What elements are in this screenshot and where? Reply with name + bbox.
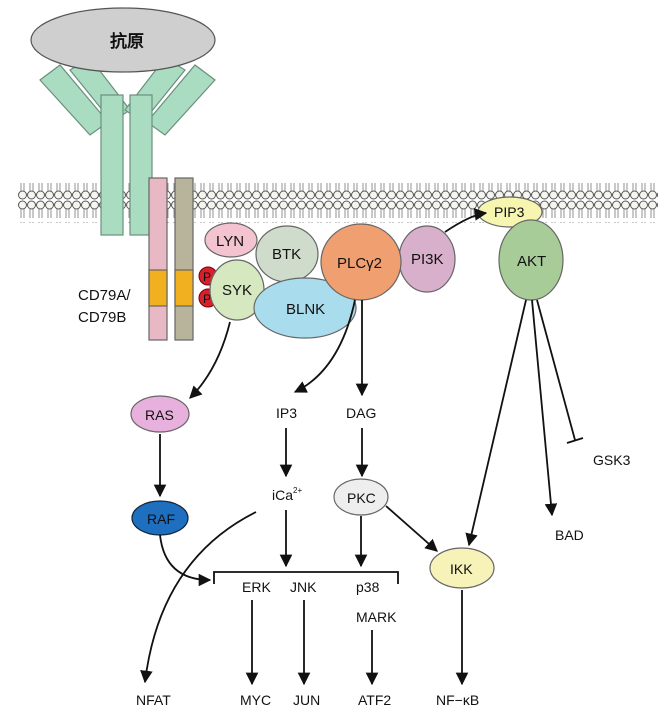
- arrow-pi3k-pip3: [444, 208, 488, 233]
- akt-label: AKT: [517, 253, 546, 270]
- cd79-label-line2: CD79B: [78, 309, 126, 326]
- blnk-node: [253, 277, 357, 339]
- gsk3-label: GSK3: [593, 452, 631, 468]
- mark-label: MARK: [356, 609, 397, 625]
- cell-membrane: [18, 183, 658, 223]
- phospho-2-label: P: [203, 292, 211, 306]
- lyn-node: [204, 222, 258, 258]
- blnk-label: BLNK: [286, 301, 325, 318]
- ip3-label: IP3: [276, 405, 297, 421]
- arrow-akt-bad: [531, 299, 558, 517]
- erk-label: ERK: [242, 579, 271, 595]
- bcr-antibody: [39, 57, 216, 236]
- nfat-label: NFAT: [136, 692, 171, 708]
- arrow-akt-ikk: [465, 299, 527, 547]
- bad-label: BAD: [555, 527, 584, 543]
- arrow-syk-ras: [189, 321, 231, 399]
- plcg2-label: PLCγ2: [337, 255, 382, 272]
- antigen: [30, 7, 216, 73]
- arrow-pkc-ikk: [385, 505, 438, 552]
- arrow-plcg2-ip3: [293, 299, 356, 393]
- syk-label: SYK: [222, 282, 252, 299]
- lyn-label: LYN: [216, 233, 244, 250]
- mapk-bracket: [213, 571, 399, 584]
- p38-label: p38: [356, 579, 380, 595]
- ikk-node: [429, 547, 495, 589]
- cd79-chains: [148, 177, 194, 341]
- raf-label: RAF: [147, 511, 175, 527]
- ikk-label: IKK: [450, 561, 473, 577]
- ras-node: [130, 395, 190, 433]
- dag-label: DAG: [346, 405, 376, 421]
- signal-arrows: [140, 208, 558, 686]
- ica-superscript: 2+: [293, 486, 302, 495]
- pip3-label: PIP3: [494, 204, 525, 220]
- nfkb-label: NF−κB: [436, 692, 479, 708]
- ica-label: iCa2+: [272, 486, 302, 503]
- akt-node: [498, 219, 564, 301]
- jun-label: JUN: [293, 692, 320, 708]
- phospho-1-label: P: [203, 270, 211, 284]
- myc-label: MYC: [240, 692, 271, 708]
- jnk-label: JNK: [290, 579, 317, 595]
- pkc-label: PKC: [347, 490, 376, 506]
- arrow-raf-mapk: [159, 534, 212, 587]
- btk-label: BTK: [272, 246, 301, 263]
- pkc-node: [333, 478, 389, 516]
- atf2-label: ATF2: [358, 692, 391, 708]
- inhibit-akt-gsk3: [536, 299, 584, 444]
- plcg2-node: [320, 223, 402, 301]
- cd79-label-line1: CD79A/: [78, 287, 131, 304]
- arrow-ica-nfat: [140, 511, 257, 684]
- antigen-label: 抗原: [110, 31, 144, 51]
- pi3k-label: PI3K: [411, 251, 444, 268]
- ras-label: RAS: [145, 407, 174, 423]
